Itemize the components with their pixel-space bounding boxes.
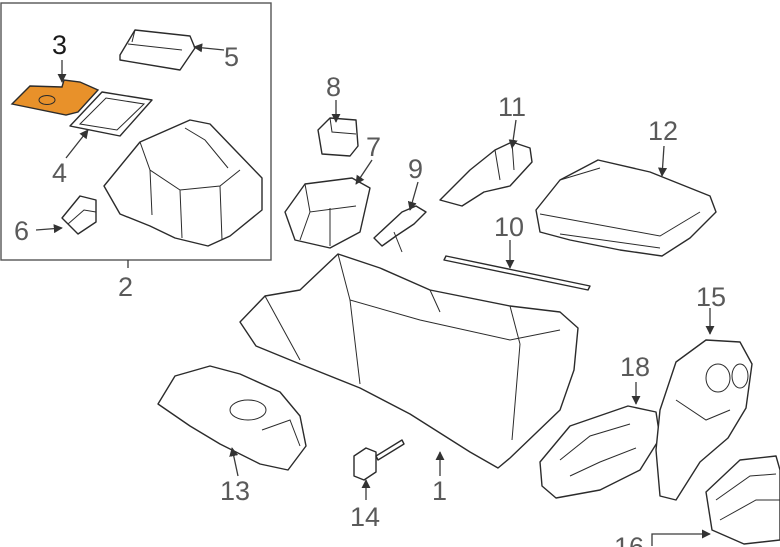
part-14[interactable] [353,439,405,481]
callout-12: 12 [648,116,678,146]
callout-6: 6 [14,216,29,246]
callout-labels: 3 5 4 6 2 8 7 9 11 12 10 15 18 13 14 1 1… [14,30,726,547]
part-7[interactable] [284,177,371,249]
callout-3: 3 [52,30,67,60]
callout-10: 10 [494,212,524,242]
part-8[interactable] [317,117,359,157]
part-13[interactable] [157,365,307,471]
part-9[interactable] [373,205,427,253]
part-1[interactable] [239,253,579,469]
part-3-hole [38,95,56,105]
callout-1: 1 [432,476,447,506]
callout-18: 18 [620,352,650,382]
part-3-highlighted[interactable] [10,79,100,116]
leader-lines [35,43,715,546]
part-18[interactable] [539,405,661,499]
callout-4: 4 [52,158,67,188]
callout-15: 15 [696,282,726,312]
callout-14: 14 [350,502,380,532]
callout-2: 2 [118,272,133,302]
part-2[interactable] [103,119,263,247]
part-5[interactable] [119,29,196,71]
part-11[interactable] [439,141,533,207]
part-6[interactable] [61,195,97,235]
callout-9: 9 [408,154,423,184]
part-12[interactable] [535,159,717,257]
inset-frame [0,2,272,261]
callout-7: 7 [366,132,381,162]
callout-16: 16 [614,532,644,547]
callout-5: 5 [224,42,239,72]
part-4[interactable] [69,91,153,137]
part-3-shape [10,79,100,116]
callout-13: 13 [220,476,250,506]
callout-8: 8 [326,72,341,102]
callout-11: 11 [498,92,526,122]
part-16[interactable] [705,455,780,545]
part-15[interactable] [655,339,753,501]
part-10[interactable] [443,255,591,291]
